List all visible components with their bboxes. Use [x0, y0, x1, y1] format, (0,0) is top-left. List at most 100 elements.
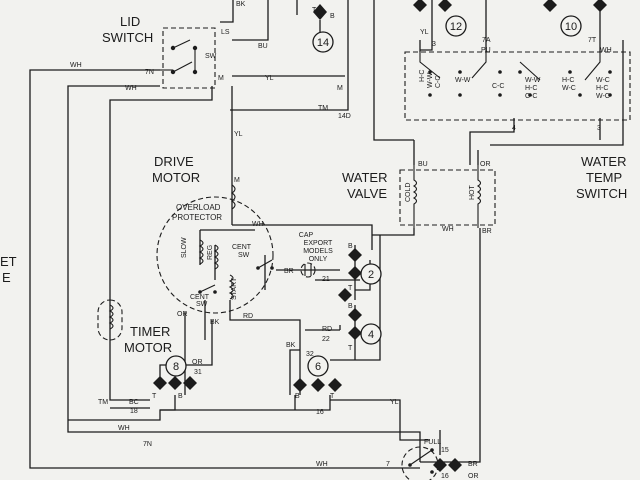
label-hc2: H-C	[525, 85, 537, 92]
timer-motor-coil	[97, 299, 123, 341]
label-bk-top: BK	[236, 1, 246, 8]
label-31: 31	[194, 369, 202, 376]
label-b-8: B	[178, 393, 183, 400]
label-t-14: T	[312, 7, 317, 14]
terminal-4-diamonds	[348, 308, 362, 340]
label-m-motor: M	[234, 177, 240, 184]
label-full: FULL	[424, 439, 441, 446]
label-wh-bottom: WH	[118, 425, 130, 432]
water-temp-switch-contacts	[419, 52, 612, 97]
wires	[29, 0, 624, 469]
cap-note-line3: MODELS	[303, 248, 333, 255]
label-bc: BC	[129, 399, 139, 406]
label-yl-bottom: YL	[390, 399, 399, 406]
label-br-valve: BR	[482, 228, 492, 235]
terminal-10-badge: 10	[560, 15, 582, 37]
label-cc2: C-C	[492, 83, 504, 90]
water-valve-title-line1: WATER	[342, 170, 388, 185]
label-bk32: BK	[286, 342, 296, 349]
label-7-bottom: 7	[386, 461, 390, 468]
overload-protector-title: OVERLOAD PROTECTOR	[172, 203, 222, 222]
label-15: 15	[441, 447, 449, 454]
terminal-12-label: 12	[450, 21, 462, 33]
label-wc1: W-C	[562, 85, 576, 92]
water-valve-coils	[412, 165, 482, 228]
label-wh-left2: WH	[125, 85, 137, 92]
drive-motor-title-line2: MOTOR	[152, 170, 200, 185]
label-sw-lid: SW	[205, 53, 217, 60]
label-bu-lid: BU	[258, 43, 268, 50]
label-sw-bottom: SW	[196, 301, 208, 308]
lid-switch-contacts	[160, 39, 198, 75]
capacitor	[300, 262, 316, 278]
bottom-right-diamonds	[433, 458, 462, 472]
label-wh-left: WH	[70, 62, 82, 69]
terminal-2-label: 2	[368, 269, 374, 281]
label-tm-right: TM	[318, 105, 328, 112]
left-edge-line1: ET	[0, 254, 17, 269]
terminal-10-label: 10	[565, 21, 577, 33]
timer-motor-title: TIMER MOTOR	[124, 324, 172, 355]
label-cc1: C-C	[435, 76, 442, 88]
label-21: 21	[322, 276, 330, 283]
terminal-10-diamonds	[543, 0, 607, 12]
label-cc3: C-C	[525, 93, 537, 100]
water-valve-title: WATER VALVE	[342, 170, 388, 201]
terminal-6-badge: 6	[307, 355, 329, 377]
label-32: 32	[306, 351, 314, 358]
label-m-right: M	[337, 85, 343, 92]
mid-diamond	[338, 288, 352, 302]
label-b-6: B	[295, 393, 300, 400]
label-ls: LS	[221, 29, 230, 36]
terminal-12-badge: 12	[445, 15, 467, 37]
terminal-14-badge: 14	[312, 31, 334, 53]
terminal-6-label: 6	[315, 361, 321, 373]
label-br-bottom: BR	[468, 461, 478, 468]
label-bk-mid: BK	[210, 319, 220, 326]
label-t-4: T	[348, 345, 353, 352]
label-hot: HOT	[469, 185, 476, 201]
label-ww2: W-W	[455, 77, 471, 84]
label-hc4: H-C	[596, 85, 608, 92]
water-temp-title-line3: SWITCH	[576, 186, 627, 201]
terminal-8-label: 8	[173, 361, 179, 373]
label-wc3: W-C	[596, 93, 610, 100]
wire-labels: BK LS BU SW M WH WH 7N YL M TM 14D YL M …	[70, 1, 612, 480]
label-3: 3	[432, 41, 436, 48]
water-valve-title-line2: VALVE	[347, 186, 387, 201]
label-ww3: W-W	[525, 77, 541, 84]
label-yl-vert: YL	[234, 131, 243, 138]
label-hc1: H-C	[419, 70, 426, 82]
label-b-14: B	[330, 13, 335, 20]
label-or-left: OR	[177, 311, 188, 318]
label-m-lid: M	[218, 75, 224, 82]
left-edge-line2: E	[2, 270, 11, 285]
label-start: START	[231, 277, 238, 300]
terminal-2-diamonds	[348, 248, 362, 280]
terminal-8-badge: 8	[165, 355, 187, 377]
label-yl-top: YL	[265, 75, 274, 82]
terminal-14-label: 14	[317, 37, 329, 49]
label-4: 4	[512, 125, 516, 132]
label-7n: 7N	[145, 69, 154, 76]
drive-motor-title: DRIVE MOTOR	[152, 154, 200, 185]
label-b-4: B	[348, 303, 353, 310]
overload-title-line1: OVERLOAD	[176, 203, 221, 212]
drive-motor-title-line1: DRIVE	[154, 154, 194, 169]
terminal-4-badge: 4	[360, 323, 382, 345]
label-wh-motor: WH	[252, 221, 264, 228]
water-temp-title-line2: TEMP	[586, 170, 622, 185]
cap-note: CAP EXPORT MODELS ONLY	[299, 232, 333, 263]
terminal-4-label: 4	[368, 329, 374, 341]
label-wh-bottom2: WH	[316, 461, 328, 468]
label-b-2: B	[348, 243, 353, 250]
label-7a: 7A	[482, 37, 491, 44]
label-t-8: T	[152, 393, 157, 400]
terminal-12-diamonds	[413, 0, 452, 12]
label-cent-bottom: CENT	[190, 294, 210, 301]
water-temp-title-line1: WATER	[581, 154, 627, 169]
label-ww1: W-W	[427, 72, 434, 88]
label-wh-valve: WH	[442, 226, 454, 233]
terminal-8-diamonds	[153, 376, 197, 390]
